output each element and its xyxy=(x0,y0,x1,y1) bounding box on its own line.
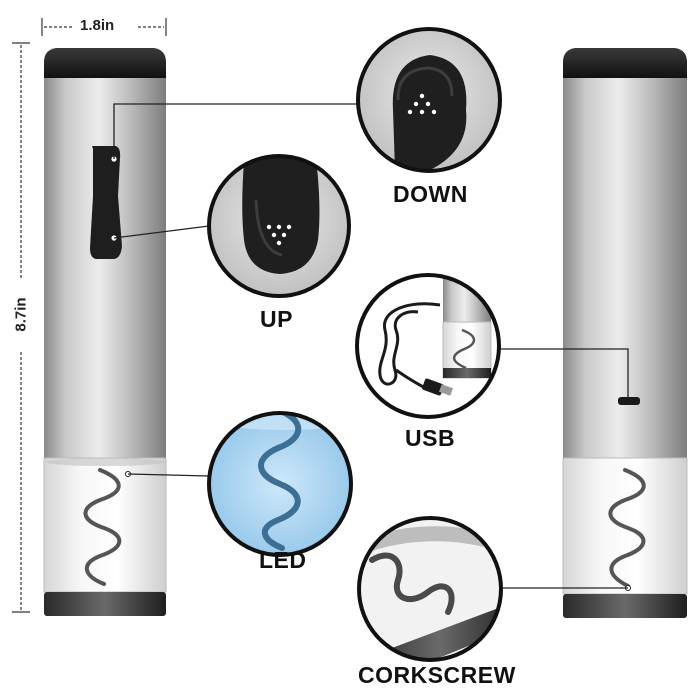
up-label: UP xyxy=(260,306,293,332)
right-wine-opener xyxy=(562,48,688,618)
corkscrew-label: CORKSCREW xyxy=(358,662,516,688)
height-dimension-line xyxy=(12,42,30,613)
usb-port xyxy=(618,397,640,405)
led-label: LED xyxy=(259,547,307,573)
height-dimension-label: 8.7in xyxy=(12,297,30,332)
up-arrow-dots-icon xyxy=(266,224,292,246)
width-dimension-line xyxy=(41,18,167,36)
usb-cable-callout xyxy=(355,273,501,419)
led-light-callout xyxy=(207,411,353,557)
width-dimension-label: 1.8in xyxy=(80,17,115,34)
leader-lines xyxy=(113,103,629,589)
down-button-callout xyxy=(356,27,502,173)
corkscrew-callout xyxy=(357,516,503,662)
usb-label: USB xyxy=(405,425,456,451)
down-label: DOWN xyxy=(393,181,468,207)
down-arrow-dots-icon xyxy=(407,93,437,115)
up-button-callout xyxy=(207,154,351,298)
left-wine-opener xyxy=(43,48,167,616)
